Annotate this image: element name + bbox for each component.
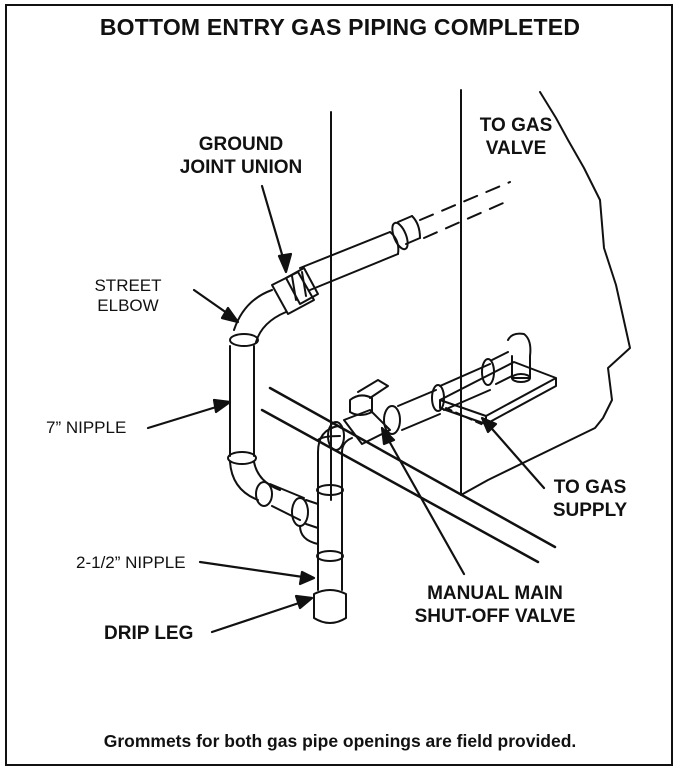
arrow-manual-valve xyxy=(382,430,466,576)
tee-fitting xyxy=(255,481,319,545)
street-elbow-label: STREET ELBOW xyxy=(86,276,170,316)
arrowhead-manual-valve xyxy=(380,426,396,446)
arrow-two-half-nipple xyxy=(198,560,312,580)
arrow-gas-supply xyxy=(484,420,546,490)
riser-elbow xyxy=(317,425,353,453)
street-elbow-line1: STREET xyxy=(94,276,162,295)
to-gas-supply-line1: TO GAS xyxy=(553,477,627,498)
to-gas-valve-line2: VALVE xyxy=(485,138,547,159)
manual-shutoff-valve xyxy=(343,379,401,445)
drip-leg xyxy=(313,569,347,624)
drip-leg-label: DRIP LEG xyxy=(104,623,194,644)
ground-joint-union-line1: GROUND xyxy=(198,134,284,155)
gas-supply-pad xyxy=(439,361,557,425)
to-gas-supply-label: TO GAS SUPPLY xyxy=(540,476,640,522)
arrowhead-gas-supply xyxy=(480,416,498,434)
street-elbow-collar xyxy=(229,333,259,347)
two-half-nipple-label: 2-1/2” NIPPLE xyxy=(76,553,186,572)
arrowhead-two-half-nipple xyxy=(298,570,316,586)
ground-joint-union-label: GROUND JOINT UNION xyxy=(166,133,316,179)
diagram-frame xyxy=(5,4,673,766)
manual-main-valve-line1: MANUAL MAIN xyxy=(427,583,563,604)
floor-line-1 xyxy=(268,386,557,549)
leader-arrows xyxy=(146,184,546,634)
seven-inch-nipple xyxy=(227,345,281,501)
arrow-ground-union xyxy=(260,184,288,270)
to-gas-valve-line1: TO GAS xyxy=(479,115,553,136)
riser-elbow-collar xyxy=(327,421,345,451)
arrow-drip-leg xyxy=(210,598,310,634)
seven-nipple-label: 7” NIPPLE xyxy=(46,418,127,437)
arrowhead-ground-union xyxy=(277,252,293,274)
arrowhead-seven-nipple xyxy=(212,398,232,414)
arrowhead-street-elbow xyxy=(220,306,240,324)
floor-line-2 xyxy=(260,408,540,564)
to-gas-valve-label: TO GAS VALVE xyxy=(468,114,564,160)
ground-joint-union-line2: JOINT UNION xyxy=(179,157,303,178)
upper-pipe-to-gas-valve xyxy=(299,181,511,291)
street-elbow-line2: ELBOW xyxy=(97,296,159,315)
footer-note: Grommets for both gas pipe openings are … xyxy=(103,731,577,751)
supply-riser-pipe xyxy=(316,435,344,571)
diagram-title: BOTTOM ENTRY GAS PIPING COMPLETED xyxy=(99,14,581,40)
supply-dashes xyxy=(445,407,491,429)
ground-joint-union xyxy=(271,267,319,315)
wall-outline xyxy=(460,89,631,496)
arrow-seven-nipple xyxy=(146,402,228,430)
manual-main-valve-line2: SHUT-OFF VALVE xyxy=(414,606,576,627)
manual-main-valve-label: MANUAL MAIN SHUT-OFF VALVE xyxy=(400,582,590,628)
to-gas-supply-line2: SUPPLY xyxy=(552,500,628,521)
arrowhead-drip-leg xyxy=(294,594,314,610)
